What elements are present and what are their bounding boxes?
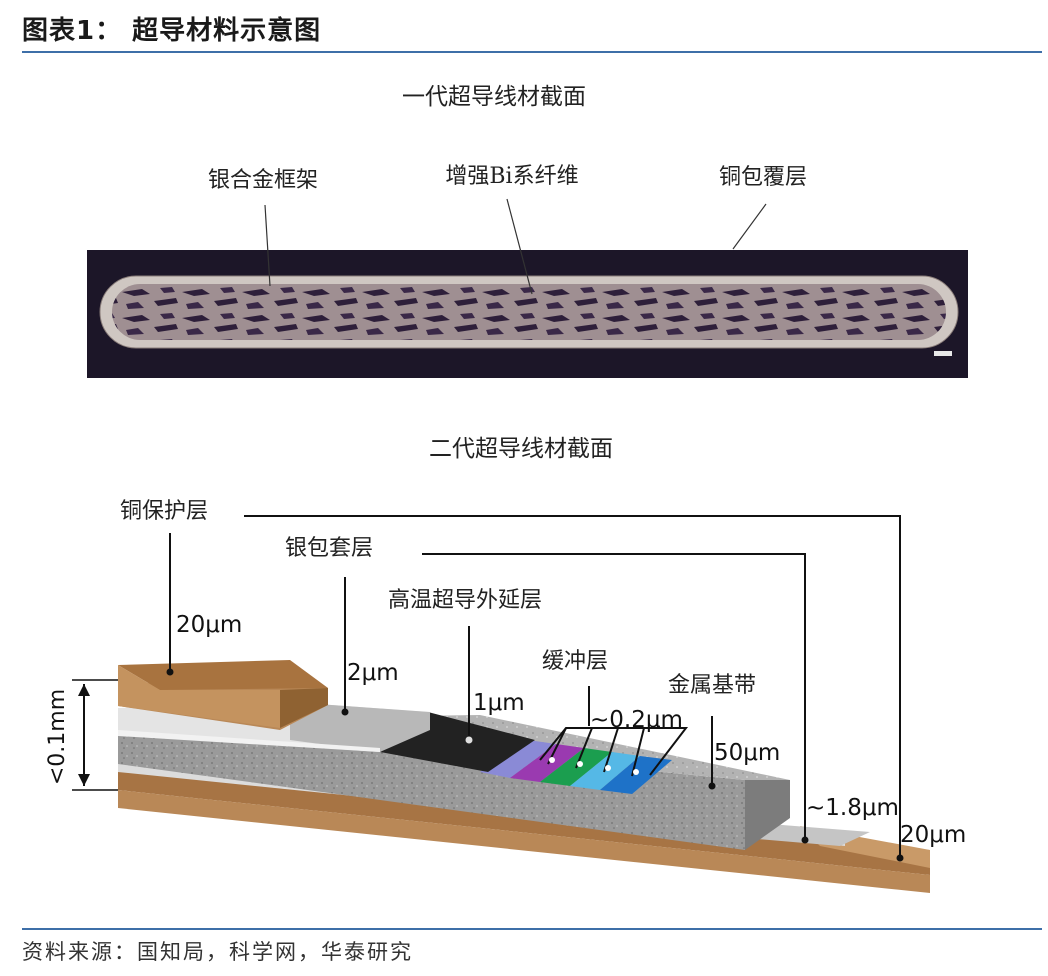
gen2-layer-stack [118, 660, 930, 893]
source-note: 资料来源：国知局，科学网，华泰研究 [22, 940, 413, 964]
dim-buffer: ~0.2μm [590, 707, 683, 733]
section1-title: 一代超导线材截面 [402, 84, 586, 110]
dim-copper-bottom: 20μm [900, 822, 966, 848]
dim-silver: 2μm [347, 660, 399, 686]
dot-copper-bottom [896, 854, 904, 862]
pointer-silver-frame [264, 204, 271, 287]
leader-silver-bottom [422, 553, 806, 840]
dim-silver-bottom: ~1.8μm [806, 795, 899, 821]
dim-copper-top: 20μm [176, 612, 242, 638]
dot-silver-bottom [801, 836, 809, 844]
gen1-micrograph [87, 250, 968, 378]
label-copper-protect: 铜保护层 [120, 499, 208, 524]
leader-copper-bottom [244, 515, 901, 858]
label-bi-fiber: 增强Bi系纤维 [445, 164, 578, 189]
figure-title: 图表1： 超导材料示意图 [22, 16, 322, 46]
bottom-rule [22, 928, 1042, 930]
dot-silver [341, 708, 349, 716]
dim-substrate: 50μm [714, 740, 780, 766]
dot-substrate [708, 782, 716, 790]
dim-total: <0.1mm [45, 689, 70, 785]
label-silver-sleeve: 银包套层 [285, 536, 373, 561]
pointer-copper-clad [732, 203, 767, 250]
pointer-bi-fiber [506, 198, 533, 295]
section2-title: 二代超导线材截面 [429, 436, 613, 462]
label-metal-substrate: 金属基带 [668, 673, 756, 698]
label-copper-clad: 铜包覆层 [719, 165, 807, 190]
label-buffer: 缓冲层 [542, 649, 608, 674]
buffer-bracket [539, 727, 689, 777]
dim-hts: 1μm [473, 690, 525, 716]
top-rule [22, 51, 1042, 53]
dot-copper-top [166, 668, 174, 676]
label-silver-frame: 银合金框架 [208, 168, 318, 193]
total-thickness-indicator [72, 679, 118, 791]
dot-hts [465, 736, 473, 744]
label-hts-epi: 高温超导外延层 [388, 588, 542, 613]
